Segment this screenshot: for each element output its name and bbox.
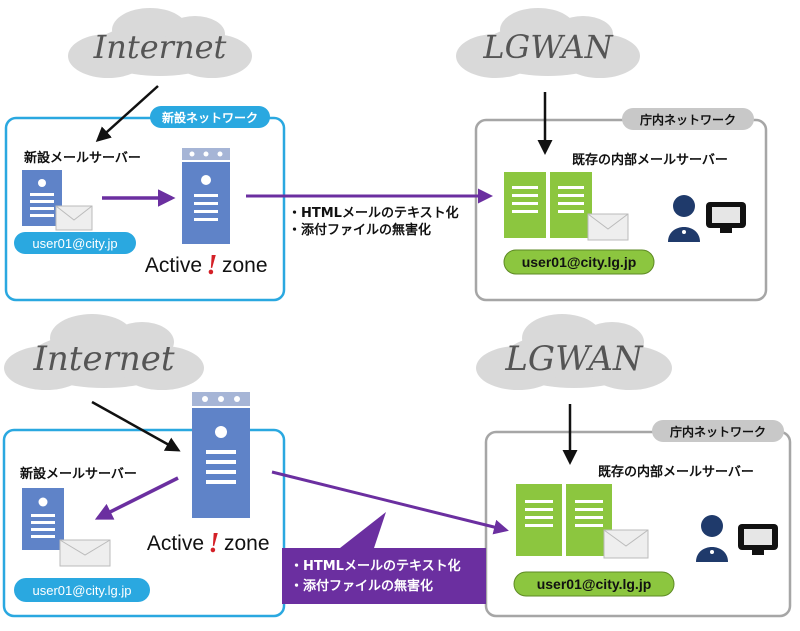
new-email-address: user01@city.jp: [32, 236, 117, 251]
office-email-pill: [503, 249, 655, 275]
office-network-label: 庁内ネットワーク: [669, 424, 766, 439]
svg-text:Active: Active: [147, 532, 204, 555]
activezone-server-icon: [192, 392, 250, 518]
monitor-icon: [738, 524, 778, 555]
note-callout: [282, 512, 486, 604]
user-icon: [668, 195, 700, 242]
activezone-server-icon: [182, 148, 230, 244]
envelope-icon: [55, 205, 93, 231]
activezone-logo: Active ! zone: [147, 528, 270, 559]
svg-text:zone: zone: [224, 532, 270, 555]
note-attachment-sanitize: ・添付ファイルの無害化: [290, 578, 433, 594]
activezone-to-new-server-arrow: [94, 476, 179, 520]
cloud-internet-label: Internet: [32, 339, 174, 379]
envelope-icon: [603, 529, 649, 559]
cloud-lgwan-label: LGWAN: [504, 339, 644, 379]
existing-mail-server-icon: [516, 484, 612, 556]
existing-mail-server-label: 既存の内部メールサーバー: [598, 464, 754, 480]
new-mail-server-label: 新設メールサーバー: [24, 150, 141, 166]
envelope-icon: [59, 539, 111, 567]
existing-mail-server-icon: [504, 172, 592, 238]
envelope-icon: [587, 213, 629, 241]
new-email-pill: [14, 578, 150, 602]
cloud-internet-top: Internet: [68, 8, 252, 78]
new-mail-server-label: 新設メールサーバー: [20, 466, 137, 482]
new-network-tag: [150, 106, 270, 128]
internet-to-server-arrow: [95, 85, 159, 143]
cloud-lgwan-top: LGWAN: [456, 8, 640, 78]
existing-mail-server-label: 既存の内部メールサーバー: [572, 152, 728, 168]
activezone-logo: Active ! zone: [145, 250, 268, 281]
svg-text:!: !: [209, 528, 220, 559]
cloud-lgwan-bottom: LGWAN: [476, 314, 672, 390]
note-attachment-sanitize: ・添付ファイルの無害化: [288, 222, 431, 238]
cloud-internet-bottom: Internet: [4, 314, 204, 390]
office-network-label: 庁内ネットワーク: [639, 112, 736, 127]
user-icon: [696, 515, 728, 562]
new-mail-server-icon: [22, 170, 62, 226]
cloud-lgwan-label: LGWAN: [482, 28, 613, 66]
note-html-text: ・HTMLメールのテキスト化: [290, 558, 461, 574]
office-network-box: [474, 118, 768, 302]
new-email-address: user01@city.lg.jp: [33, 583, 132, 598]
new-mail-server-icon: [22, 488, 64, 550]
internet-to-activezone-arrow: [91, 400, 181, 452]
cloud-internet-label: Internet: [93, 28, 227, 66]
svg-text:zone: zone: [222, 254, 268, 277]
new-network-label: 新設ネットワーク: [162, 110, 258, 125]
svg-text:!: !: [207, 250, 218, 281]
office-network-tag: [622, 108, 754, 130]
new-network-box: [4, 116, 286, 302]
new-email-pill: [14, 232, 136, 254]
office-email-pill: [513, 571, 675, 597]
svg-text:Active: Active: [145, 254, 202, 277]
note-html-text: ・HTMLメールのテキスト化: [288, 205, 459, 221]
monitor-icon: [706, 202, 746, 233]
office-email-address: user01@city.lg.jp: [537, 576, 652, 592]
activezone-to-office-arrow: [271, 470, 509, 535]
office-network-tag: [652, 420, 784, 442]
office-email-address: user01@city.lg.jp: [522, 254, 637, 270]
